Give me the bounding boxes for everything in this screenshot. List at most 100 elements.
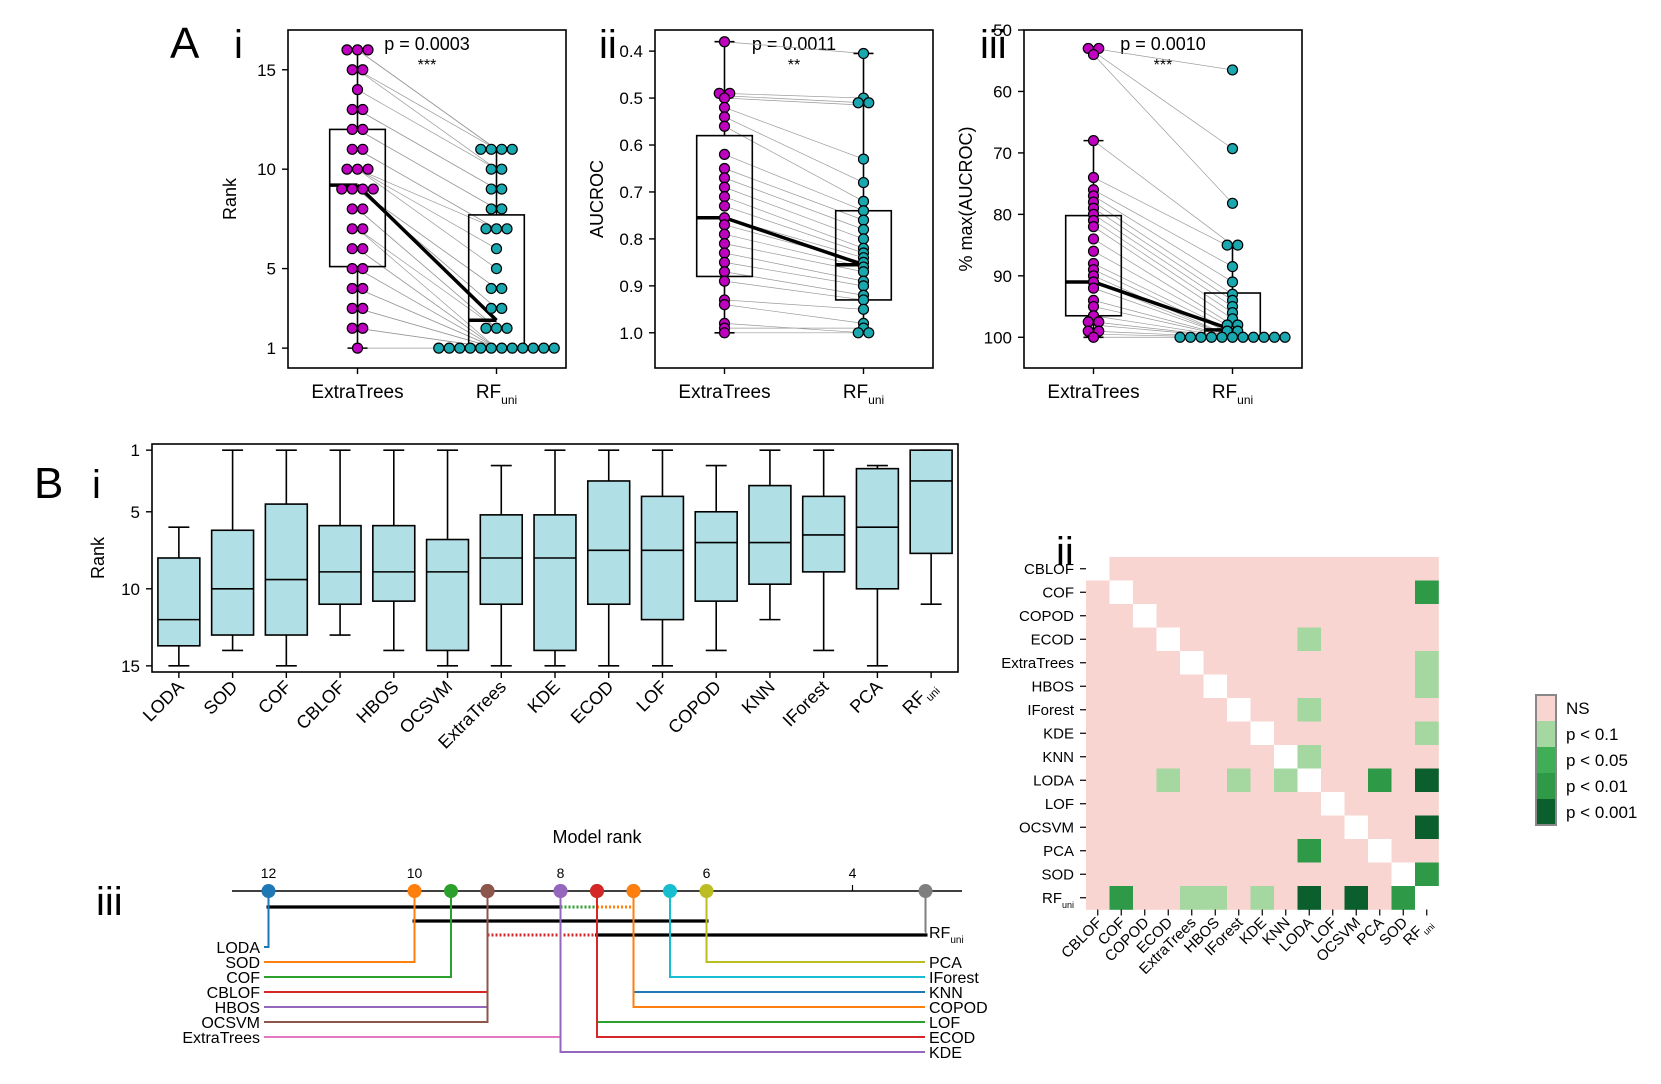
heatmap-cell [1415, 721, 1439, 746]
heatmap-cell [1250, 604, 1275, 628]
heatmap-cell [1156, 768, 1181, 793]
pair-line [724, 262, 864, 287]
data-point [357, 183, 369, 195]
pair-line [1093, 207, 1233, 301]
box [210, 529, 255, 636]
heatmap-cell [1109, 604, 1134, 628]
model-label: IForest [929, 970, 979, 987]
heatmap-cell [1250, 862, 1275, 887]
pair-line [724, 168, 864, 221]
data-point [346, 123, 358, 136]
y-axis-label: % max(AUCROC) [956, 126, 976, 271]
heatmap-cell [1180, 721, 1204, 746]
heatmap-cell [1321, 815, 1345, 840]
pair-line [724, 177, 864, 230]
pair-line [724, 299, 864, 310]
heatmap-cell [1274, 768, 1298, 793]
heatmap-cell [1344, 721, 1369, 746]
data-point [346, 322, 358, 334]
heatmap-cell [1391, 627, 1416, 652]
heatmap-cell [1180, 792, 1204, 816]
heatmap-cell [1344, 580, 1369, 605]
heatmap-cell [1109, 721, 1134, 746]
heatmap-cell [1297, 698, 1322, 722]
model-connector [264, 891, 270, 948]
heatmap-cell [1250, 886, 1275, 910]
heatmap-cell [1180, 557, 1204, 581]
x-tick-label: ExtraTrees [1047, 382, 1139, 403]
pair-line [1093, 48, 1233, 71]
data-point [1087, 282, 1100, 294]
heatmap-cell [1415, 651, 1439, 675]
heatmap-cell [1415, 698, 1439, 722]
data-point [857, 223, 870, 236]
pair-line [1093, 51, 1233, 149]
heatmap-cell [1227, 862, 1251, 887]
heatmap-cell [1109, 862, 1134, 887]
legend-label: p < 0.001 [1566, 803, 1637, 822]
box [909, 449, 953, 555]
legend-label: p < 0.1 [1566, 725, 1618, 744]
heatmap-cell [1086, 745, 1110, 769]
heatmap-cell [1180, 580, 1204, 605]
median-connector [1092, 280, 1234, 332]
data-point [341, 44, 353, 56]
heatmap-cell [1344, 651, 1369, 675]
row-label: LOF [1045, 796, 1074, 813]
model-label: RFuni [929, 925, 964, 946]
heatmap-cell [1203, 651, 1228, 675]
legend-swatch [1536, 695, 1556, 721]
heatmap-cell [1133, 651, 1157, 675]
x-tick-label: IForest [779, 677, 833, 731]
panel-label-b-ii: ii [1056, 530, 1074, 574]
row-label: RFuni [1042, 890, 1074, 910]
heatmap-cell [1133, 792, 1157, 816]
model-label: COPOD [929, 1000, 988, 1017]
model-label: ExtraTrees [182, 1030, 260, 1047]
heatmap-cell [1180, 604, 1204, 628]
data-point [718, 191, 731, 203]
row-label: KDE [1043, 725, 1074, 742]
data-point [501, 223, 513, 235]
pair-line [1093, 189, 1233, 267]
heatmap-cell [1321, 745, 1345, 769]
data-point [496, 302, 508, 314]
heatmap-cell [1321, 839, 1345, 863]
pair-line [1093, 177, 1233, 249]
heatmap-cell [1415, 580, 1439, 605]
data-point [367, 183, 379, 195]
data-point [480, 322, 492, 334]
chart-b-ii-heatmap: CBLOFCBLOFCOFCOFCOPODCOPODECODECODExtraT… [1001, 557, 1637, 978]
x-tick-label: ECOD [567, 677, 618, 728]
heatmap-cell [1391, 557, 1416, 581]
heatmap-cell [1227, 839, 1251, 863]
data-point [718, 237, 731, 250]
heatmap-cell [1391, 768, 1416, 793]
heatmap-cell [1203, 604, 1228, 628]
heatmap-cell [1321, 557, 1345, 581]
data-point [496, 183, 508, 195]
panel-label-a-i: i [234, 23, 243, 67]
heatmap-cell [1344, 886, 1369, 910]
model-label: SOD [225, 955, 260, 972]
heatmap-cell [1156, 792, 1181, 816]
model-connector [632, 891, 925, 1008]
heatmap-cell [1086, 886, 1110, 910]
y-tick-label: 1 [131, 441, 140, 460]
panel-label-b-i: i [92, 463, 101, 507]
box [855, 467, 900, 590]
rank-tick-label: 10 [407, 865, 423, 881]
box [533, 514, 577, 652]
heatmap-cell [1415, 792, 1439, 816]
heatmap-cell [1133, 745, 1157, 769]
model-marker [444, 884, 458, 898]
model-marker [261, 884, 276, 898]
heatmap-cell [1297, 745, 1322, 769]
pair-line [724, 196, 864, 249]
pair-line [724, 205, 864, 254]
data-point [357, 302, 369, 314]
legend-swatch [1536, 721, 1556, 747]
